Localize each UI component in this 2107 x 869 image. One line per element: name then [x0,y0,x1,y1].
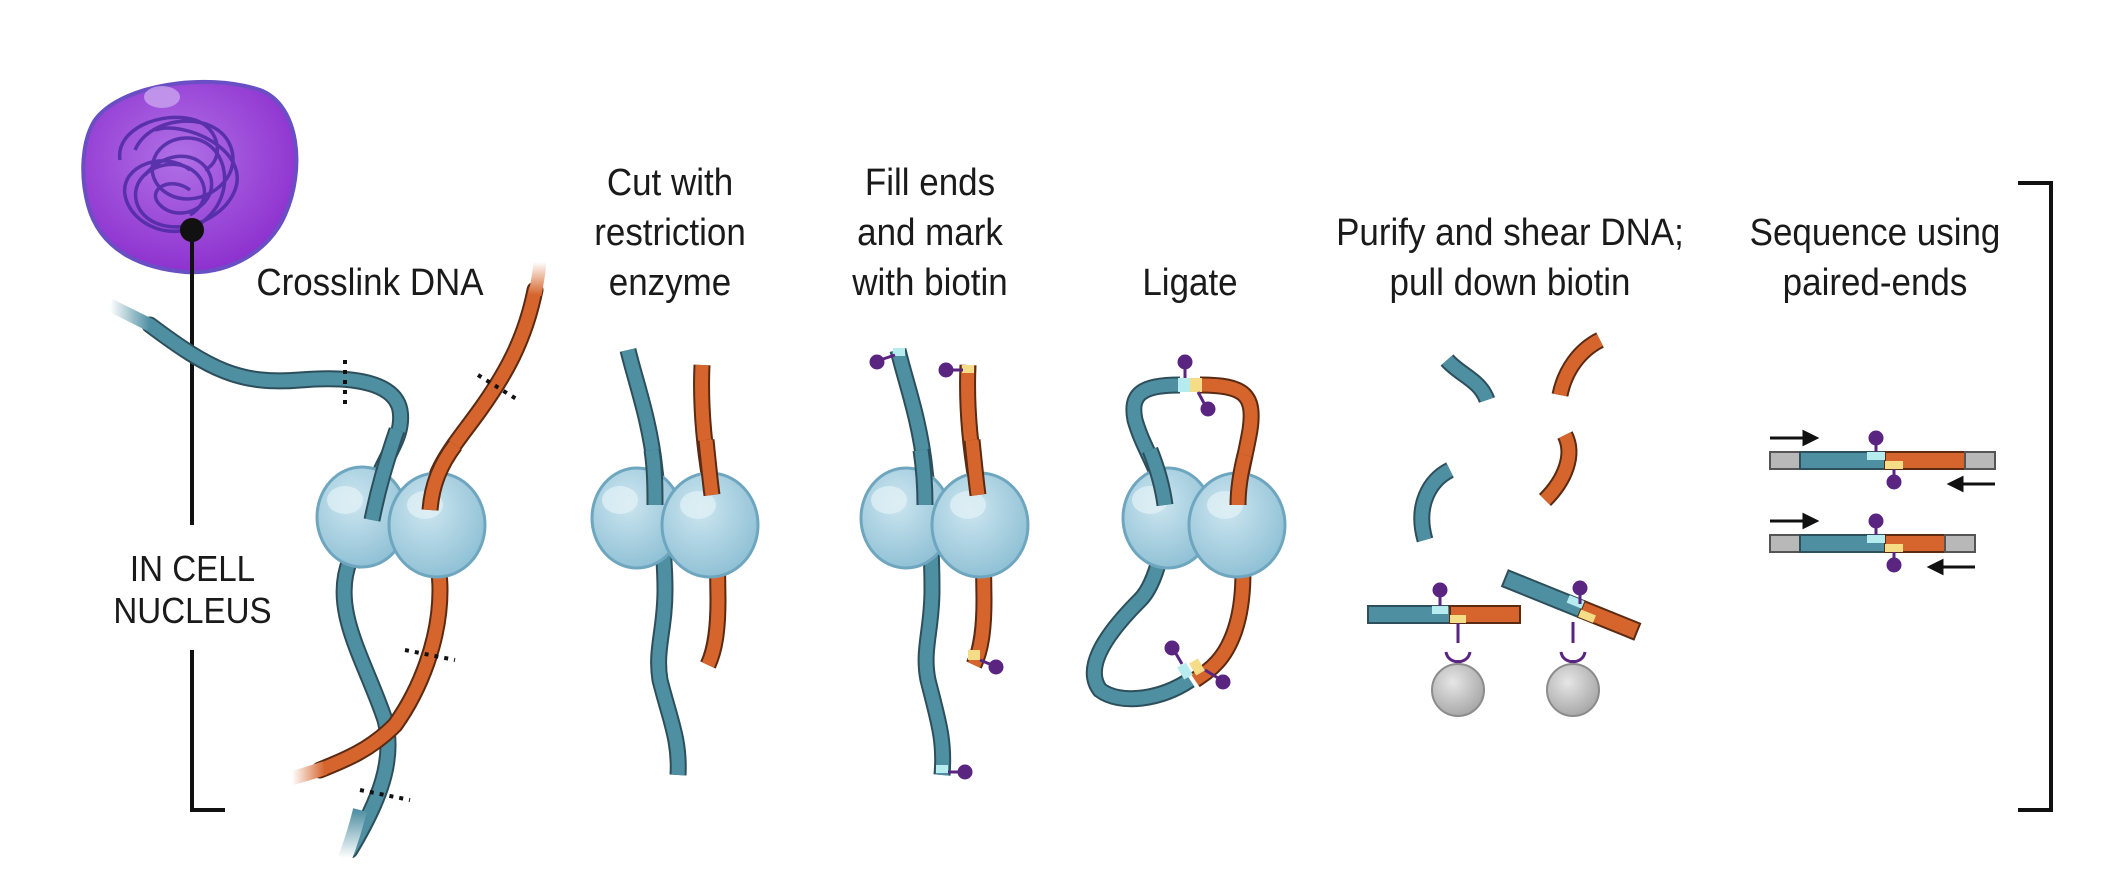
step5-purify-graphic [1367,332,1642,717]
cell-nucleus [81,79,299,525]
right-bracket [2018,181,2053,812]
step1-crosslink-graphic [107,261,547,861]
read-pair-1 [1769,429,1996,493]
chromatin-tangle [118,115,239,233]
label-purify-shear: Purify and shear DNA;pull down biotin [1336,212,1684,304]
left-bracket [190,650,225,812]
step4-ligate-graphic [1085,354,1287,708]
step3-fill-graphic [859,348,1030,780]
step6-sequence-graphic [1769,429,1996,576]
label-crosslink-dna: Crosslink DNA [256,262,484,304]
read-pair-2 [1769,512,1976,576]
step2-cut-graphic [590,348,760,776]
label-ligate: Ligate [1142,262,1238,304]
